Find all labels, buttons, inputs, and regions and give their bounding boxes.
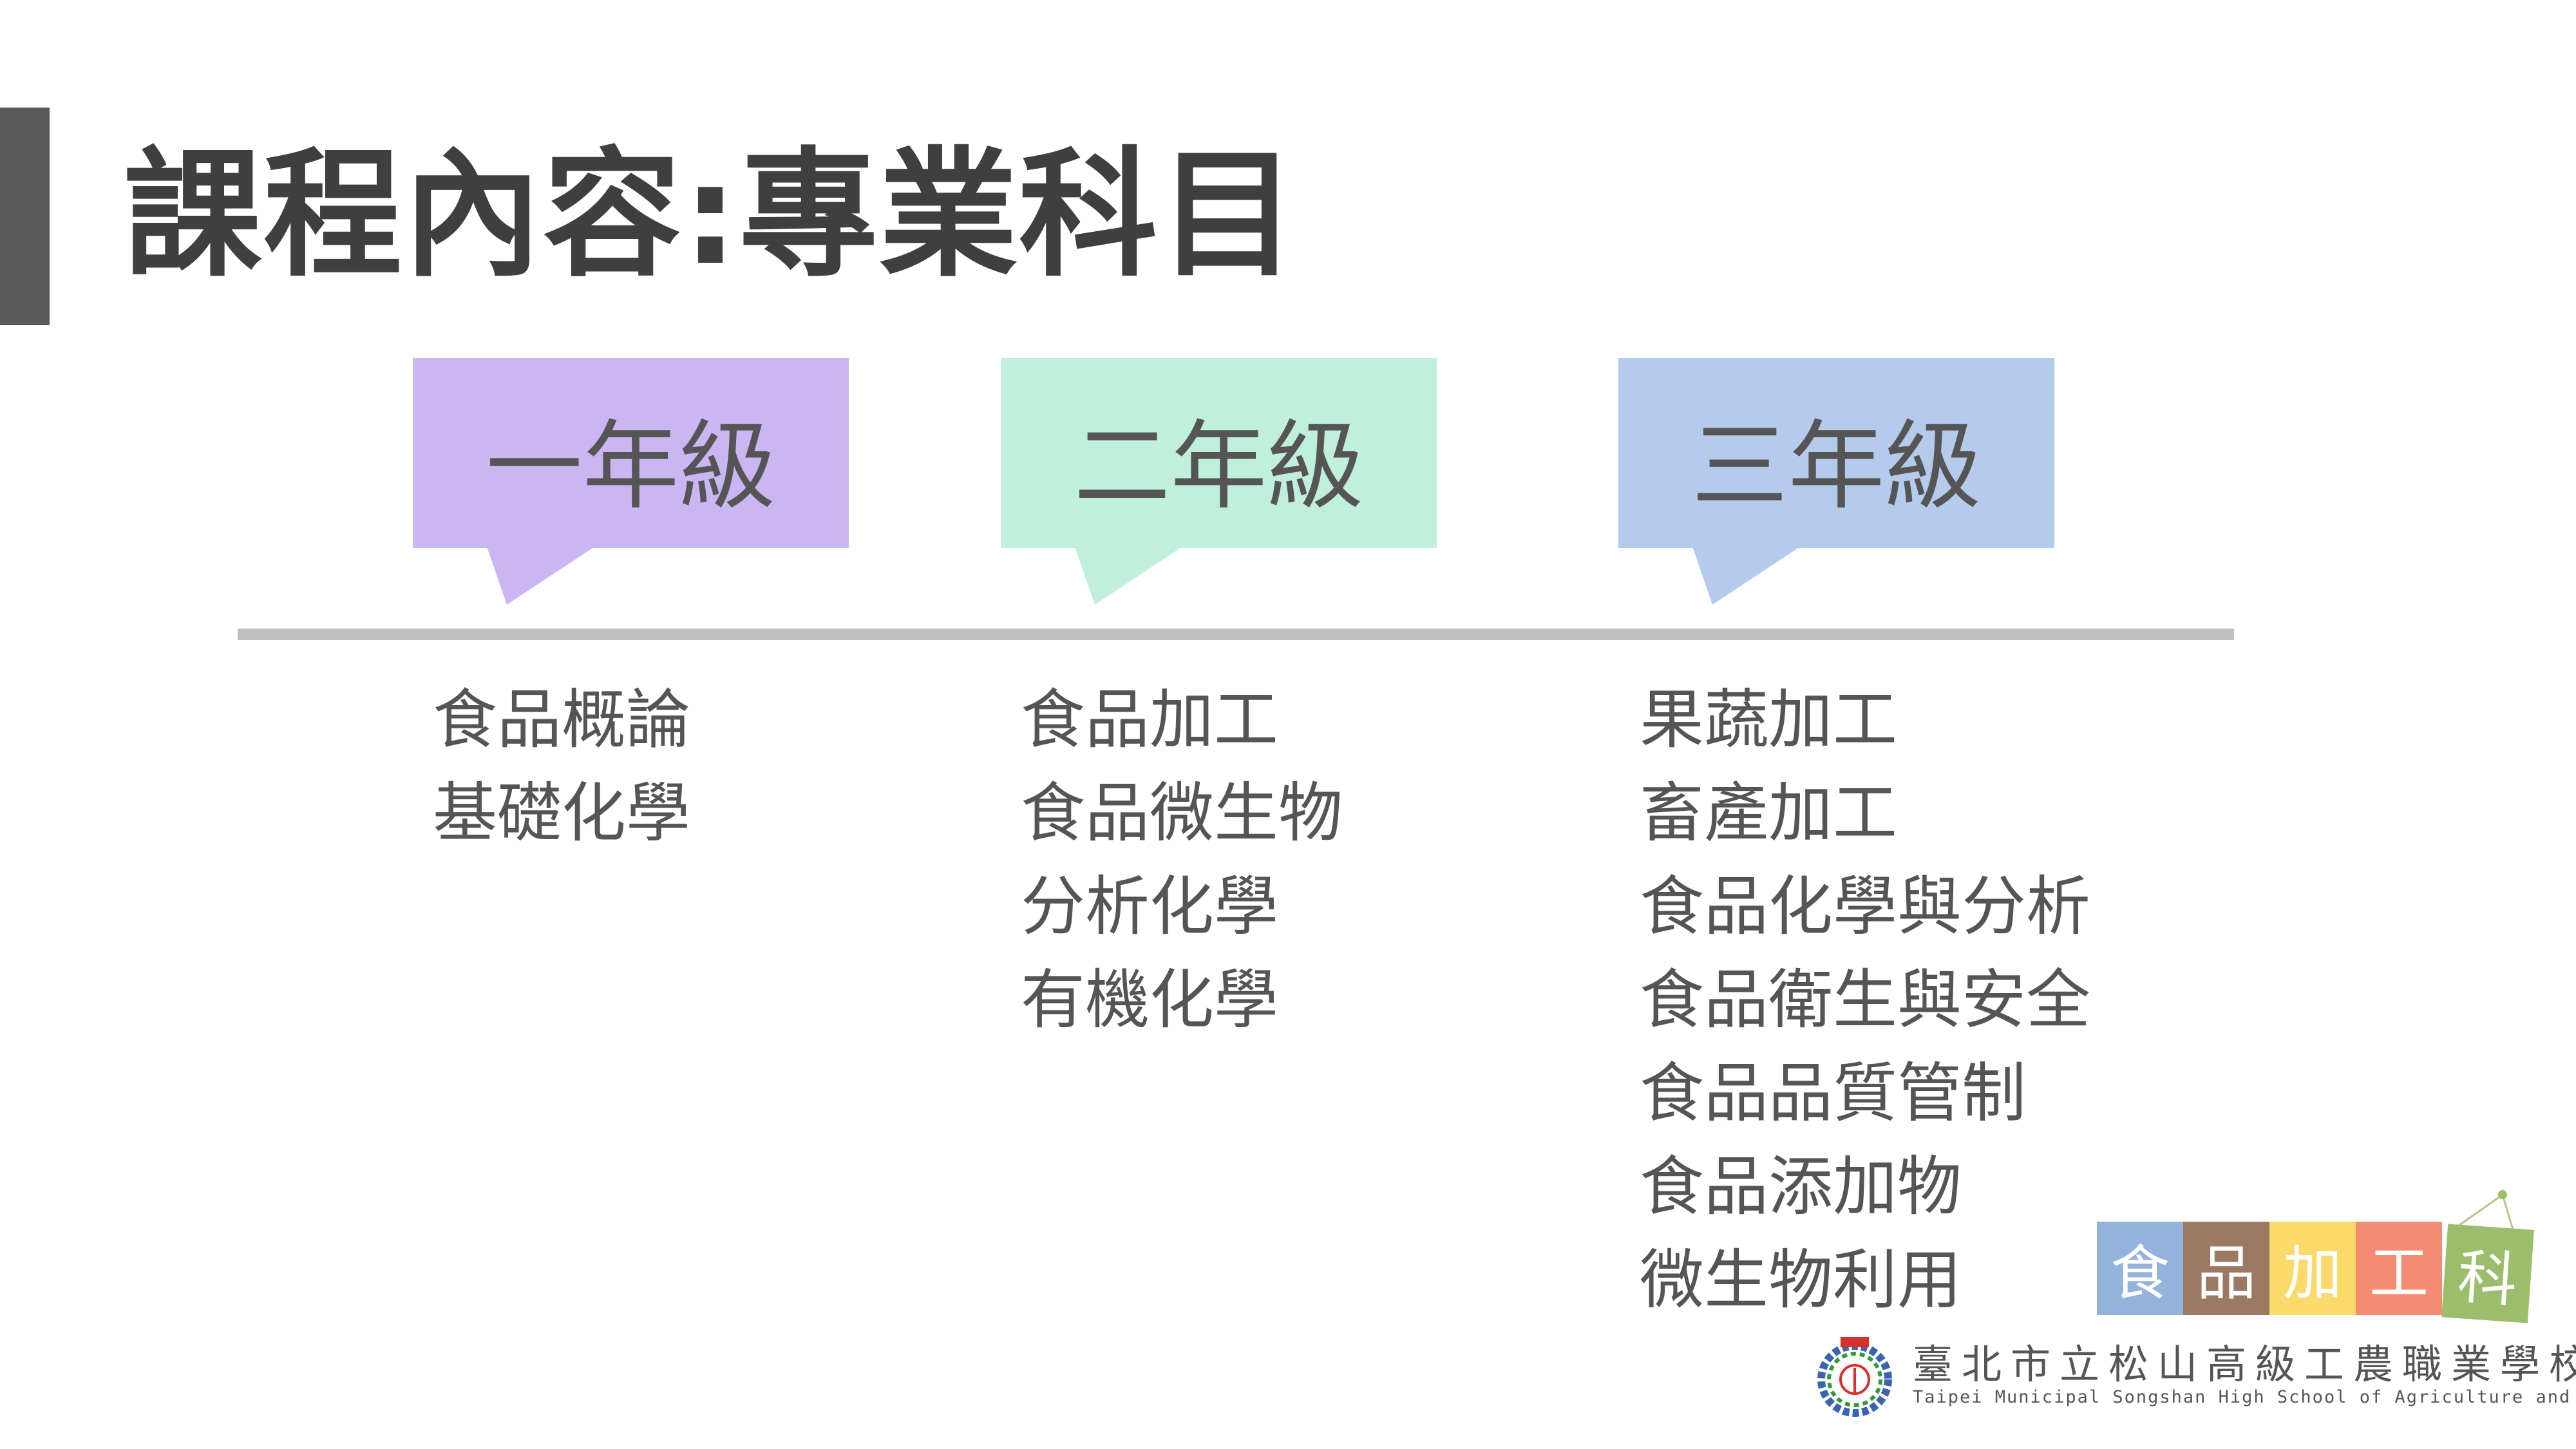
- grade-1-bubble: 一年級: [413, 358, 849, 548]
- title-accent-bar: [0, 108, 50, 325]
- logo-char: 品: [2196, 1239, 2256, 1308]
- course-item: 食品衛生與安全: [1640, 962, 2090, 1037]
- course-item: 有機化學: [1021, 962, 1278, 1037]
- grade-2-label: 二年級: [1074, 411, 1364, 523]
- course-item: 食品品質管制: [1640, 1056, 2026, 1131]
- course-item: 食品加工: [1021, 682, 1278, 757]
- grade-2-course-list: 食品加工 食品微生物 分析化學 有機化學: [1021, 673, 1343, 1046]
- grade-1-course-list: 食品概論 基礎化學: [433, 673, 690, 860]
- school-name-en: Taipei Municipal Songshan High School of…: [1913, 1387, 2576, 1407]
- course-item: 食品添加物: [1640, 1149, 1962, 1224]
- course-item: 果蔬加工: [1640, 682, 1897, 757]
- course-item: 畜產加工: [1640, 775, 1897, 851]
- course-item: 分析化學: [1021, 869, 1278, 944]
- course-item: 微生物利用: [1640, 1242, 1962, 1318]
- logo-char: 加: [2282, 1239, 2342, 1308]
- logo-tile: 加: [2269, 1222, 2356, 1315]
- logo-char: 科: [2455, 1242, 2520, 1316]
- course-item: 食品化學與分析: [1640, 869, 2090, 944]
- department-logo: 食 品 加 工 科: [2097, 1188, 2548, 1330]
- logo-char: 食: [2110, 1239, 2170, 1308]
- logo-tile: 品: [2183, 1222, 2269, 1315]
- logo-tile: 食: [2097, 1222, 2183, 1315]
- school-logo: 臺北市立松山高級工農職業學校 Taipei Municipal Songshan…: [1816, 1334, 2576, 1421]
- grade-1-bubble-tail: [487, 547, 594, 605]
- grade-1-label: 一年級: [486, 411, 776, 523]
- grade-3-course-list: 果蔬加工 畜產加工 食品化學與分析 食品衛生與安全 食品品質管制 食品添加物 微…: [1640, 673, 2090, 1327]
- grade-3-label: 三年級: [1691, 411, 1982, 523]
- logo-tile: 科: [2441, 1224, 2534, 1323]
- grade-2-bubble-tail: [1075, 547, 1182, 605]
- course-item: 食品概論: [433, 682, 690, 757]
- course-item: 食品微生物: [1021, 775, 1343, 851]
- page-title: 課程內容:專業科目: [124, 134, 1298, 296]
- school-emblem-icon: [1817, 1337, 1892, 1417]
- grade-3-bubble: 三年級: [1618, 358, 2054, 548]
- hanging-string-icon: [2447, 1190, 2517, 1239]
- timeline-divider: [238, 629, 2234, 640]
- course-item: 基礎化學: [433, 775, 690, 851]
- grade-2-bubble: 二年級: [1001, 358, 1437, 548]
- logo-char: 工: [2369, 1239, 2429, 1308]
- logo-tile: 工: [2356, 1222, 2442, 1315]
- grade-3-bubble-tail: [1692, 547, 1800, 605]
- school-name-zh: 臺北市立松山高級工農職業學校: [1913, 1341, 2576, 1388]
